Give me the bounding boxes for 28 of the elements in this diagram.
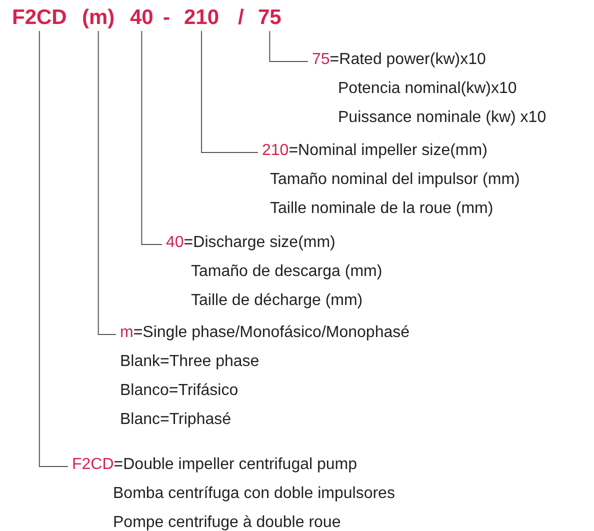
leader-line — [201, 30, 258, 153]
model-code-part: 75 — [258, 6, 282, 30]
translation-text: Puissance nominale (kw) x10 — [338, 108, 546, 128]
translation-text: Pompe centrifuge à double roue — [113, 513, 341, 531]
translation-text: Potencia nominal(kw)x10 — [338, 79, 517, 99]
translation-text: Tamaño de descarga (mm) — [191, 262, 382, 282]
separator-text: - — [163, 6, 170, 30]
leader-line — [98, 30, 116, 335]
translation-text: Taille nominale de la roue (mm) — [270, 199, 494, 219]
translation-text: Tamaño nominal del impulsor (mm) — [270, 170, 520, 190]
leader-line — [38, 30, 68, 467]
code-definition: F2CD=Double impeller centrifugal pump — [72, 455, 358, 475]
code-definition: 210=Nominal impeller size(mm) — [262, 141, 488, 161]
model-code-part: F2CD — [12, 6, 67, 30]
model-code-part: (m) — [82, 6, 115, 30]
leader-line — [141, 30, 162, 245]
separator-text: / — [238, 6, 244, 30]
translation-text: Blank=Three phase — [120, 352, 260, 372]
translation-text: Blanco=Trifásico — [120, 381, 238, 401]
translation-text: Taille de décharge (mm) — [191, 291, 363, 311]
model-code-part: 210 — [184, 6, 220, 30]
leader-line — [269, 30, 308, 62]
code-definition: m=Single phase/Monofásico/Monophasé — [120, 323, 410, 343]
translation-text: Bomba centrífuga con doble impulsores — [113, 484, 395, 504]
model-code-part: 40 — [130, 6, 154, 30]
code-definition: 75=Rated power(kw)x10 — [312, 50, 486, 70]
code-definition: 40=Discharge size(mm) — [166, 233, 336, 253]
translation-text: Blanc=Triphasé — [120, 410, 232, 430]
